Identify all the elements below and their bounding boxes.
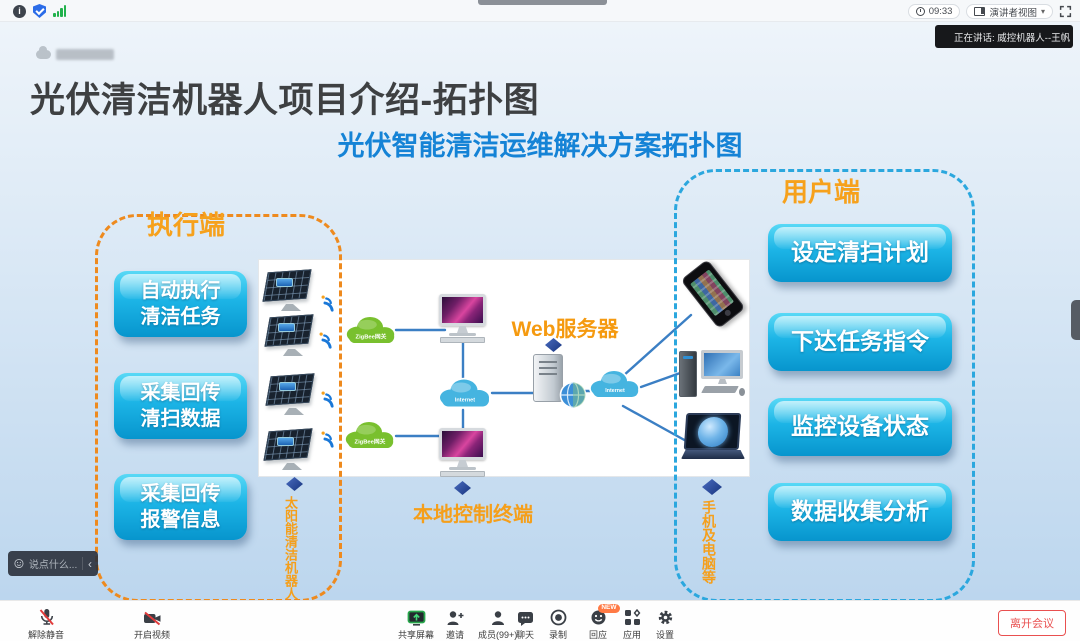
local-terminal-monitor	[438, 428, 488, 477]
zigbee-gateway-cloud: ZigBee网关	[344, 420, 395, 450]
user-button-4: 数据收集分析	[768, 483, 952, 541]
apps-grid-icon	[624, 609, 640, 625]
invite-person-icon	[447, 611, 464, 625]
solar-panel-robot	[265, 373, 316, 415]
divider	[82, 557, 83, 570]
leave-meeting-button[interactable]: 离开会议	[998, 610, 1066, 636]
layout-icon	[974, 7, 986, 16]
chat-bubble-icon	[517, 612, 533, 626]
globe-icon	[559, 381, 587, 409]
solar-panel-robot	[264, 314, 315, 356]
new-badge: NEW	[598, 604, 620, 613]
fullscreen-icon[interactable]	[1059, 5, 1072, 18]
shared-screen-slide: 光伏清洁机器人项目介绍-拓扑图 光伏智能清洁运维解决方案拓扑图 执行端 自动执行…	[0, 22, 1080, 602]
web-server	[531, 354, 589, 409]
quick-chat-bar[interactable]: 说点什么... ‹	[8, 551, 98, 576]
network-signal-icon[interactable]	[53, 5, 66, 17]
desktop-computer	[679, 348, 745, 406]
diamond-marker	[286, 477, 303, 491]
unmute-button[interactable]: 解除静音	[28, 609, 64, 641]
meeting-time: 09:33	[928, 6, 953, 17]
executor-button-2: 采集回传清扫数据	[114, 373, 247, 439]
reactions-button[interactable]: NEW 回应	[589, 604, 620, 641]
share-screen-button[interactable]: 共享屏幕	[398, 609, 434, 641]
zigbee-signal-icon	[321, 295, 334, 312]
camera-off-icon	[143, 611, 160, 626]
chevron-down-icon: ▾	[1040, 7, 1045, 16]
window-top-bar: i 09:33 演讲者视图 ▾	[0, 0, 1080, 22]
svg-text:Internet: Internet	[605, 388, 625, 394]
user-devices-caption: 手机及电脑等	[701, 500, 717, 584]
zigbee-gateway-cloud: ZigBee网关	[345, 315, 396, 345]
members-button[interactable]: 成员(99+)	[478, 609, 517, 641]
executor-button-1: 自动执行清洁任务	[114, 271, 247, 337]
speaking-label: 正在讲话: 威控机器人--王帆	[954, 32, 1071, 44]
solar-panel-robot	[262, 269, 313, 311]
slide-subtitle: 光伏智能清洁运维解决方案拓扑图	[337, 131, 743, 161]
user-button-3: 监控设备状态	[768, 398, 952, 456]
reaction-emoji-icon	[591, 610, 605, 625]
security-shield-icon[interactable]	[33, 4, 46, 18]
record-icon	[550, 609, 566, 626]
solar-robot-caption: 太阳能清洁机器人	[283, 496, 298, 600]
clock-icon	[915, 7, 925, 16]
laptop-computer	[681, 413, 745, 475]
local-terminal-monitor	[438, 294, 488, 343]
side-panel-handle[interactable]	[1071, 300, 1080, 340]
slide-title: 光伏清洁机器人项目介绍-拓扑图	[30, 81, 540, 120]
smartphone	[678, 259, 746, 331]
svg-text:ZigBee网关: ZigBee网关	[355, 438, 386, 446]
apps-button[interactable]: 应用	[623, 609, 641, 641]
view-mode-selector[interactable]: 演讲者视图 ▾	[966, 4, 1053, 19]
user-button-1: 设定清扫计划	[768, 224, 952, 282]
diamond-marker	[702, 479, 722, 495]
internet-cloud: Internet	[589, 369, 640, 399]
gear-icon	[658, 610, 672, 625]
local-terminal-label: 本地控制终端	[413, 504, 533, 526]
emoji-icon[interactable]	[14, 557, 24, 570]
record-button[interactable]: 录制	[549, 609, 567, 641]
zigbee-signal-icon	[321, 391, 334, 408]
chat-placeholder[interactable]: 说点什么...	[28, 560, 78, 571]
user-group-label: 用户端	[782, 177, 861, 207]
share-control-notch[interactable]	[478, 0, 607, 5]
zigbee-signal-icon	[321, 431, 334, 448]
topology-diagram: ZigBee网关 ZigBee网关 Internet Internet	[258, 259, 750, 477]
view-mode-label: 演讲者视图	[989, 7, 1037, 19]
invite-button[interactable]: 邀请	[446, 609, 464, 641]
svg-text:ZigBee网关: ZigBee网关	[356, 333, 387, 341]
internet-cloud: Internet	[438, 377, 491, 409]
cloud-icon	[36, 46, 51, 59]
meeting-info-icon[interactable]: i	[13, 4, 26, 18]
meeting-duration: 09:33	[907, 4, 961, 19]
solar-panel-robot	[263, 428, 314, 470]
active-speaker-indicator: 正在讲话: 威控机器人--王帆	[935, 25, 1073, 48]
meeting-toolbar: 解除静音 开启视频 共享屏幕	[0, 600, 1080, 641]
collapse-chevron-icon[interactable]: ‹	[88, 556, 92, 571]
diamond-marker	[545, 338, 562, 352]
zigbee-signal-icon	[319, 332, 332, 349]
blurred-text-block	[56, 49, 114, 60]
connection-lines	[394, 313, 693, 444]
executor-button-3: 采集回传报警信息	[114, 474, 247, 540]
settings-button[interactable]: 设置	[656, 609, 674, 641]
svg-text:Internet: Internet	[455, 398, 475, 404]
diamond-marker	[454, 481, 471, 495]
user-button-2: 下达任务指令	[768, 313, 952, 371]
web-server-label: Web服务器	[511, 318, 619, 341]
start-video-button[interactable]: 开启视频	[134, 609, 170, 641]
meeting-id-blurred	[36, 46, 114, 60]
chat-button[interactable]: 聊天	[516, 609, 534, 641]
executor-group-label: 执行端	[147, 210, 226, 240]
mic-muted-icon	[39, 609, 54, 626]
share-screen-icon	[407, 610, 425, 626]
members-icon	[491, 611, 504, 625]
